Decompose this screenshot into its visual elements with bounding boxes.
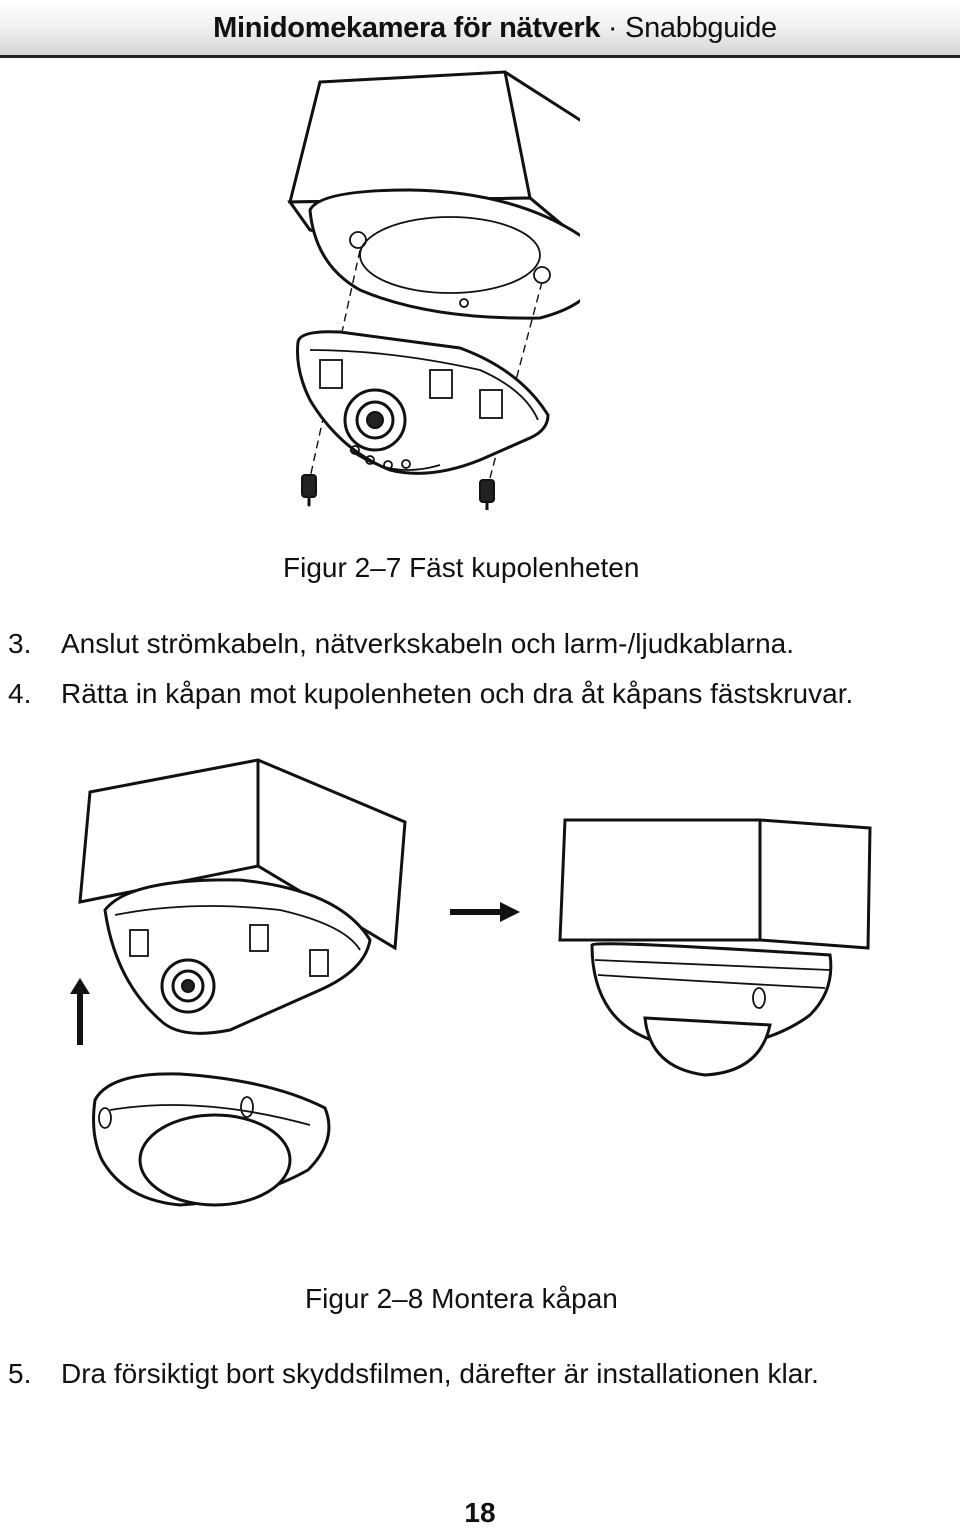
step-number: 4.	[8, 678, 32, 709]
figure-caption: Figur 2–8 Montera kåpan	[305, 1283, 618, 1314]
dome-unit-illustration	[103, 878, 372, 1035]
step-item: 5. Dra försiktigt bort skyddsfilmen, däre…	[8, 1358, 819, 1390]
dome-unit-illustration	[296, 330, 550, 475]
arrow-right-icon	[450, 902, 520, 922]
step-text: Dra försiktigt bort skyddsfilmen, däreft…	[61, 1358, 819, 1389]
step-item: 3. Anslut strömkabeln, nätverkskabeln och…	[8, 628, 794, 660]
arrow-up-icon	[70, 978, 90, 1045]
header-title-bold: Minidomekamera för nätverk	[213, 12, 601, 44]
screw-icon	[301, 474, 317, 507]
header-title-light: Snabbguide	[625, 12, 777, 44]
step-item: 4. Rätta in kåpan mot kupolenheten och dr…	[8, 678, 853, 710]
page-header: Minidomekamera för nätverk · Snabbguide	[0, 0, 960, 58]
step-text: Rätta in kåpan mot kupolenheten och dra …	[61, 678, 854, 709]
figure-mount-enclosure-illustration	[70, 758, 872, 1207]
mounting-plate-illustration	[308, 188, 580, 320]
header-title: Minidomekamera för nätverk · Snabbguide	[0, 12, 960, 45]
header-separator: ·	[600, 12, 626, 44]
figure-caption: Figur 2–7 Fäst kupolenheten	[283, 552, 640, 583]
screw-icon	[479, 479, 495, 510]
step-number: 5.	[8, 1358, 32, 1389]
figure-attach-dome-illustration	[287, 70, 580, 510]
assembled-camera-illustration	[558, 818, 872, 1077]
page-number: 18	[464, 1497, 496, 1528]
enclosure-cover-illustration	[92, 1072, 331, 1207]
step-number: 3.	[8, 628, 32, 659]
step-text: Anslut strömkabeln, nätverkskabeln och l…	[61, 628, 795, 659]
